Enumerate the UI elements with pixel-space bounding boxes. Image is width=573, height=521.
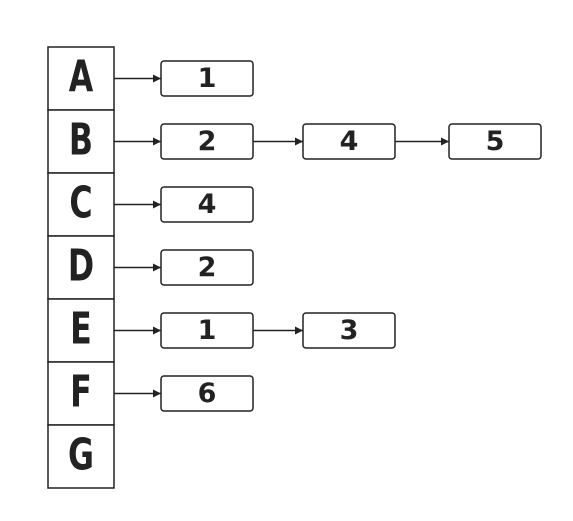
- vertex-label-d: D: [68, 240, 94, 292]
- vertex-cell-g: [47, 424, 115, 489]
- vertex-label-c: C: [69, 177, 92, 229]
- neighbor-node-b-0: [160, 123, 254, 160]
- neighbor-label-e-1: 3: [340, 315, 359, 346]
- neighbor-label-b-0: 2: [198, 126, 217, 157]
- neighbor-node-d-0: [160, 249, 254, 286]
- vertex-cell-a: [47, 46, 115, 111]
- neighbor-label-a-0: 1: [198, 63, 217, 94]
- neighbor-label-e-0: 1: [198, 315, 217, 346]
- neighbor-node-b-1: [302, 123, 396, 160]
- neighbor-label-b-1: 4: [340, 126, 359, 157]
- vertex-cell-b: [47, 109, 115, 174]
- neighbor-label-d-0: 2: [198, 252, 217, 283]
- vertex-label-e: E: [70, 303, 92, 355]
- neighbor-label-c-0: 4: [198, 189, 217, 220]
- vertex-label-g: G: [68, 429, 94, 481]
- edges-layer: [114, 74, 449, 398]
- vertex-label-f: F: [70, 366, 92, 418]
- vertex-label-b: B: [69, 114, 93, 166]
- neighbor-node-e-1: [302, 312, 396, 349]
- neighbor-node-c-0: [160, 186, 254, 223]
- vertex-cell-f: [47, 361, 115, 426]
- neighbor-label-f-0: 6: [198, 378, 217, 409]
- neighbor-node-b-2: [448, 123, 542, 160]
- neighbor-label-b-2: 5: [486, 126, 505, 157]
- nodes-layer: 1 2 4 5 4 2 1 3 6: [160, 60, 542, 412]
- neighbor-node-f-0: [160, 375, 254, 412]
- neighbor-node-a-0: [160, 60, 254, 97]
- vertex-label-a: A: [69, 51, 94, 103]
- neighbor-node-e-0: [160, 312, 254, 349]
